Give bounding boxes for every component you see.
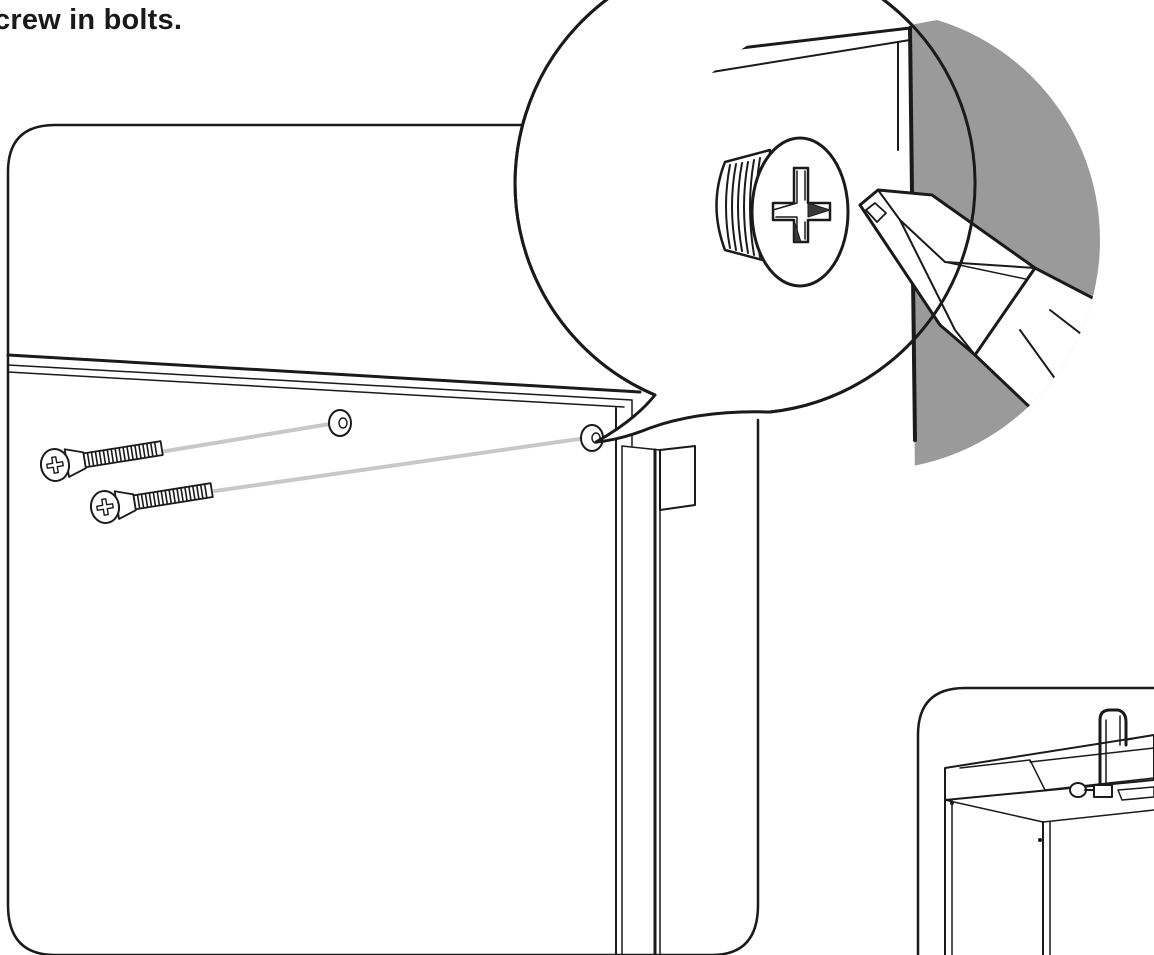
bolt-head-closeup (750, 136, 850, 288)
overview-panel-frame (916, 686, 1154, 955)
faucet-icon (1069, 708, 1154, 798)
bolt (39, 440, 164, 482)
cabinet-top-edge (6, 353, 642, 408)
bolt (89, 482, 214, 524)
bolt-guide-lines (158, 422, 588, 493)
bolt-hole (328, 409, 352, 437)
bolt-hole (580, 424, 604, 452)
overview-panel (916, 686, 1154, 955)
instruction-title: crew in bolts. (0, 4, 183, 36)
cabinet-overview (944, 734, 1154, 955)
